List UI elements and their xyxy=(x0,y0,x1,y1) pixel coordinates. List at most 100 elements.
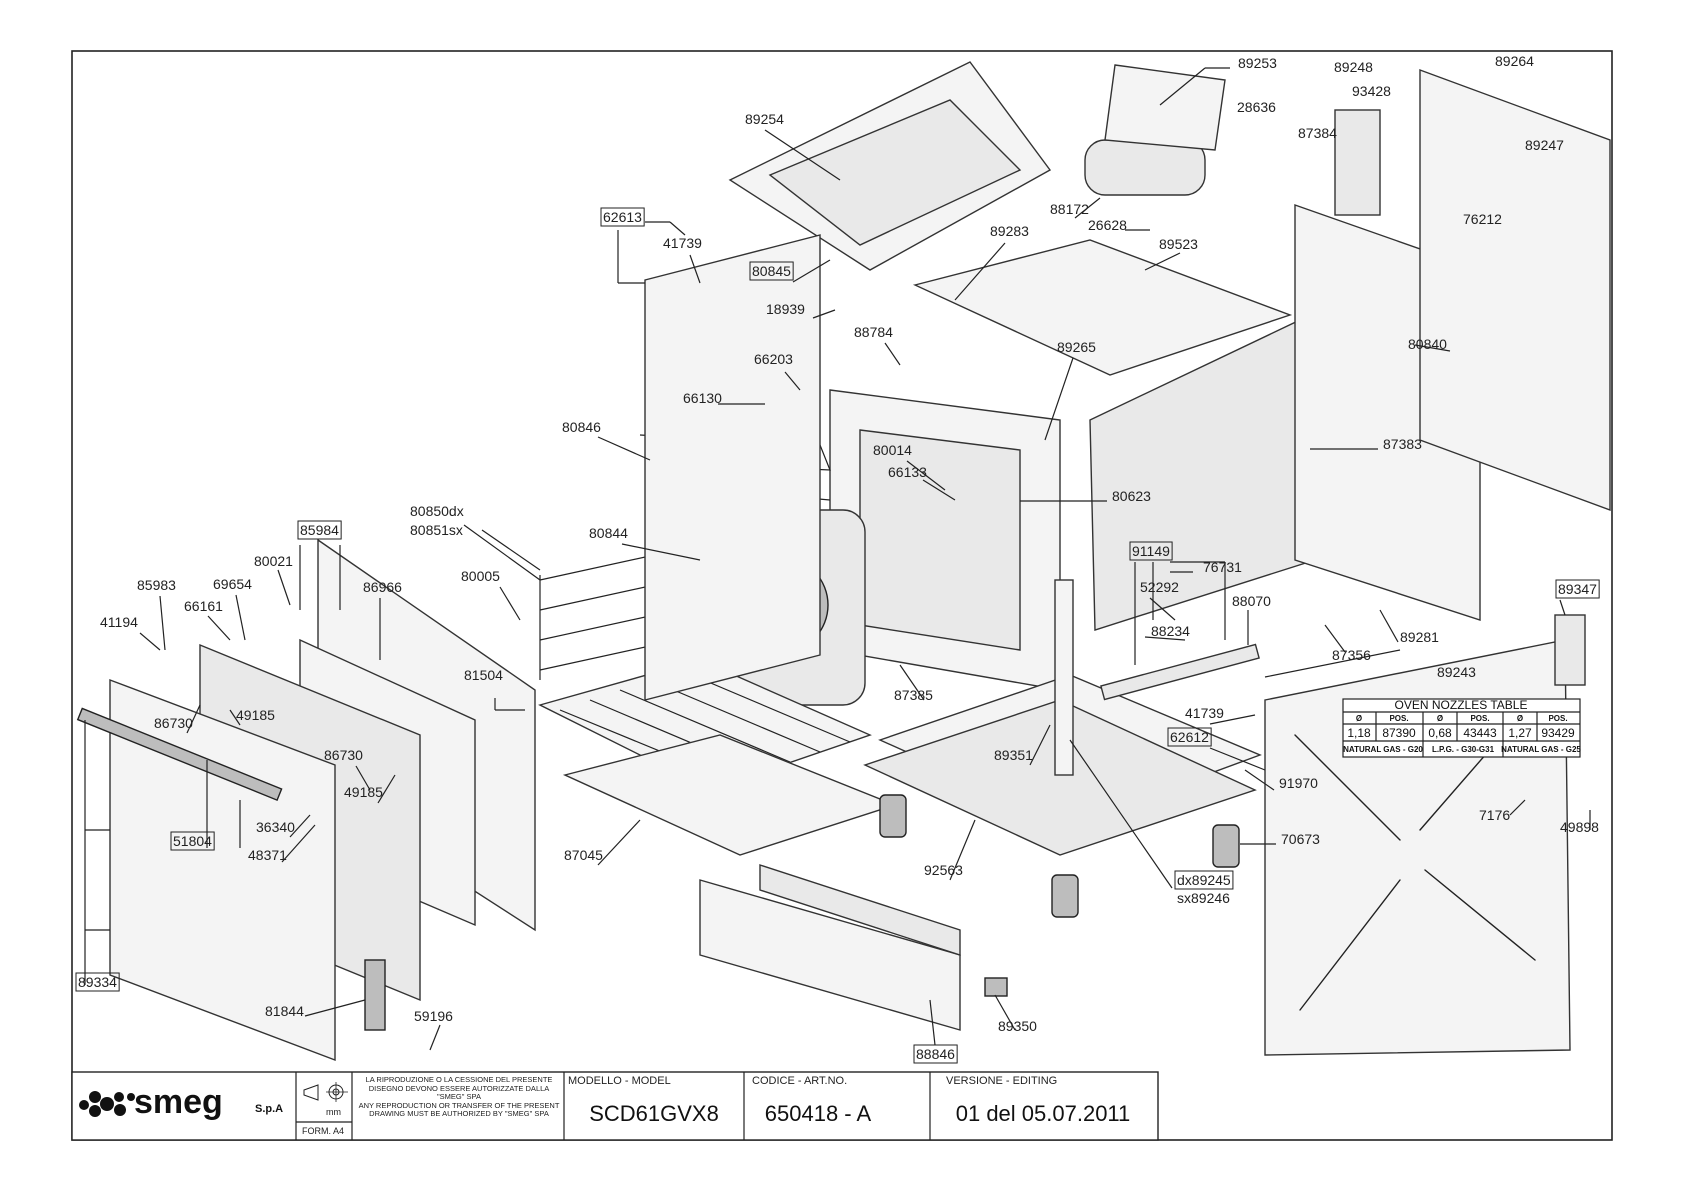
drawer-front-part xyxy=(699,879,961,1031)
oven-top-plate-part xyxy=(912,239,1293,376)
part-label-41739b: 41739 xyxy=(1185,705,1224,721)
nozzles-title: OVEN NOZZLES TABLE xyxy=(1395,698,1528,712)
rear-frame-part xyxy=(1419,68,1611,512)
nozzles-value-1: 1,18 xyxy=(1347,726,1371,740)
part-label-80844: 80844 xyxy=(589,525,628,541)
nozzles-value-4: 43443 xyxy=(1463,726,1497,740)
part-label-80846: 80846 xyxy=(562,419,601,435)
version-label: VERSIONE - EDITING xyxy=(946,1075,1057,1087)
nozzles-table: OVEN NOZZLES TABLE Ø POS. Ø POS. Ø POS. … xyxy=(1342,698,1581,758)
part-label-41194: 41194 xyxy=(100,614,138,630)
part-label-41739a: 41739 xyxy=(663,235,702,251)
part-label-48371: 48371 xyxy=(248,847,287,863)
nozzles-gas-2: L.P.G. - G30-G31 xyxy=(1432,745,1495,754)
part-label-89264: 89264 xyxy=(1495,53,1534,69)
nozzles-header-3: Ø xyxy=(1437,714,1443,723)
nozzles-header-5: Ø xyxy=(1517,714,1523,723)
part-label-box-91149 xyxy=(1129,541,1173,561)
part-label-80623: 80623 xyxy=(1112,488,1151,504)
part-label-87384: 87384 xyxy=(1298,125,1337,141)
part-label-49185b: 49185 xyxy=(344,784,383,800)
part-label-box-80845 xyxy=(749,261,794,281)
part-label-87356: 87356 xyxy=(1332,647,1371,663)
foot-part-3 xyxy=(1051,874,1079,918)
part-label-69654: 69654 xyxy=(213,576,252,592)
part-label-87385: 87385 xyxy=(894,687,933,703)
part-label-89265: 89265 xyxy=(1057,339,1096,355)
thermocouple-bracket-part xyxy=(1554,614,1586,686)
part-label-91970: 91970 xyxy=(1279,775,1318,791)
title-block: smeg S.p.A mm FORM. A4 LA RIPRODUZIONE O… xyxy=(71,1071,1159,1141)
notice-english: ANY REPRODUCTION OR TRANSFER OF THE PRES… xyxy=(358,1100,560,1118)
nozzles-value-3: 0,68 xyxy=(1428,726,1452,740)
part-label-66161: 66161 xyxy=(184,598,223,614)
control-module-part xyxy=(1334,109,1381,216)
part-label-93428: 93428 xyxy=(1352,83,1391,99)
part-label-49898: 49898 xyxy=(1560,819,1599,835)
part-label-81504: 81504 xyxy=(464,667,503,683)
nozzles-header-1: Ø xyxy=(1356,714,1362,723)
nozzles-value-2: 87390 xyxy=(1382,726,1416,740)
hinge-bar-part xyxy=(1054,579,1074,776)
part-label-76212: 76212 xyxy=(1463,211,1502,227)
part-label-box-62612 xyxy=(1167,727,1212,747)
part-label-89281: 89281 xyxy=(1400,629,1439,645)
part-label-88846: 88846 xyxy=(916,1046,955,1062)
door-front-glass-part xyxy=(109,678,336,1062)
part-label-89243: 89243 xyxy=(1437,664,1476,680)
part-label-89253: 89253 xyxy=(1238,55,1277,71)
model-label: MODELLO - MODEL xyxy=(568,1075,671,1087)
part-label-76731: 76731 xyxy=(1203,559,1242,575)
part-label-85984: 85984 xyxy=(300,522,339,538)
part-label-18939: 18939 xyxy=(766,301,805,317)
part-label-49185a: 49185 xyxy=(236,707,275,723)
part-label-box-89334 xyxy=(75,972,120,992)
part-label-70673: 70673 xyxy=(1281,831,1320,847)
part-label-66133: 66133 xyxy=(888,464,927,480)
format-label: FORM. A4 xyxy=(302,1126,344,1136)
baking-tray-part xyxy=(562,734,898,856)
part-label-80845: 80845 xyxy=(752,263,791,279)
part-label-89334: 89334 xyxy=(78,974,117,990)
part-label-86730a: 86730 xyxy=(154,715,193,731)
oven-cavity-inner-part xyxy=(859,429,1021,651)
nozzles-value-6: 93429 xyxy=(1541,726,1575,740)
part-label-88784: 88784 xyxy=(854,324,893,340)
part-drawings xyxy=(76,61,1611,1062)
nozzles-header-4: POS. xyxy=(1470,714,1489,723)
part-label-89254: 89254 xyxy=(745,111,784,127)
left-side-panel-part xyxy=(644,234,821,701)
part-label-36340: 36340 xyxy=(256,819,295,835)
code-label: CODICE - ART.NO. xyxy=(752,1075,847,1087)
part-label-86966: 86966 xyxy=(363,579,402,595)
part-label-89351: 89351 xyxy=(994,747,1033,763)
part-label-box-dx89245 xyxy=(1174,870,1234,890)
part-label-80014: 80014 xyxy=(873,442,912,458)
top-cover-inner-part xyxy=(768,99,1022,246)
brand-name: smeg xyxy=(134,1083,223,1121)
part-label-91149: 91149 xyxy=(1132,543,1170,559)
part-label-89248: 89248 xyxy=(1334,59,1373,75)
nozzles-value-5: 1,27 xyxy=(1508,726,1532,740)
nozzles-gas-1: NATURAL GAS - G20 xyxy=(1343,745,1423,754)
foot-part-2 xyxy=(1212,824,1240,868)
tangential-fan-part xyxy=(1084,139,1206,196)
foot-part-1 xyxy=(879,794,907,838)
part-label-89347: 89347 xyxy=(1558,581,1597,597)
part-label-80021: 80021 xyxy=(254,553,293,569)
part-label-66203: 66203 xyxy=(754,351,793,367)
copyright-notice: LA RIPRODUZIONE O LA CESSIONE DEL PRESEN… xyxy=(358,1076,560,1118)
valve-part xyxy=(984,977,1008,997)
nozzles-header-6: POS. xyxy=(1548,714,1567,723)
notice-italian: LA RIPRODUZIONE O LA CESSIONE DEL PRESEN… xyxy=(365,1076,553,1101)
part-label-box-85984 xyxy=(297,520,342,540)
part-label-sx89246: sx89246 xyxy=(1177,890,1230,906)
part-label-box-89347 xyxy=(1555,579,1600,599)
part-label-89283: 89283 xyxy=(990,223,1029,239)
part-label-62612: 62612 xyxy=(1170,729,1209,745)
part-label-box-88846 xyxy=(913,1044,958,1064)
part-label-88172: 88172 xyxy=(1050,201,1089,217)
part-label-81844: 81844 xyxy=(265,1003,304,1019)
brand-suffix: S.p.A xyxy=(255,1103,283,1115)
